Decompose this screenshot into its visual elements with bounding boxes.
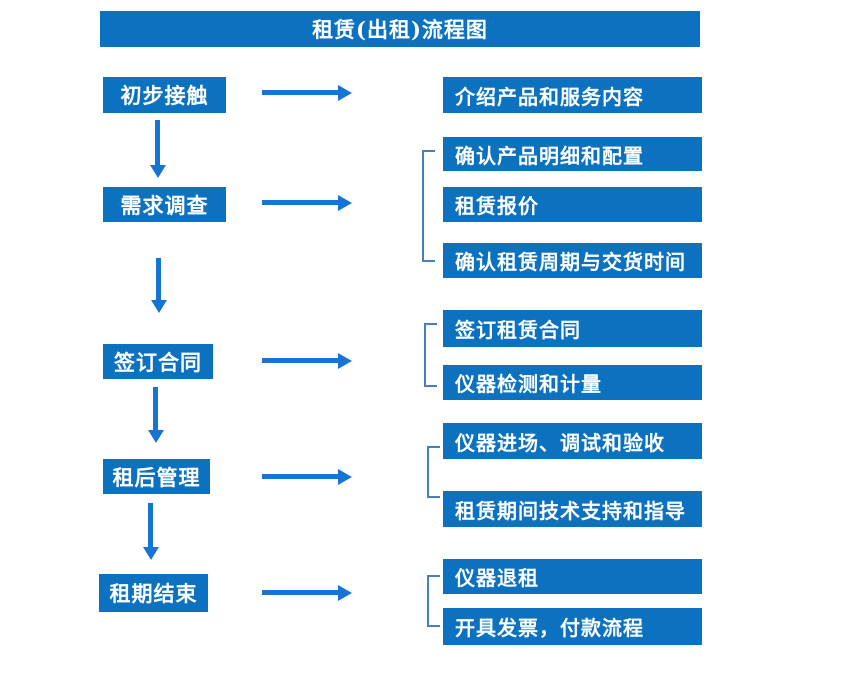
- bracket-group-3: [424, 323, 437, 387]
- arrow-down-1: [155, 120, 160, 166]
- arrow-right-3: [262, 358, 339, 363]
- step-box-rental-end: 租期结束: [99, 574, 208, 612]
- detail-box-confirm-period-delivery: 确认租赁周期与交货时间: [443, 243, 702, 278]
- arrow-right-2: [262, 200, 339, 205]
- detail-box-instrument-return: 仪器退租: [443, 559, 702, 594]
- bracket-group-2: [422, 150, 435, 262]
- arrow-right-5: [262, 590, 339, 595]
- bracket-group-5: [427, 575, 440, 627]
- detail-box-tech-support: 租赁期间技术支持和指导: [443, 491, 702, 527]
- arrow-down-2: [156, 258, 161, 301]
- arrow-right-1: [262, 90, 339, 95]
- bracket-group-4: [427, 446, 440, 498]
- detail-box-sign-rental-contract: 签订租赁合同: [443, 310, 702, 347]
- detail-box-instrument-setup-acceptance: 仪器进场、调试和验收: [443, 423, 702, 459]
- detail-box-introduce-products: 介绍产品和服务内容: [443, 77, 702, 113]
- step-box-post-rental-management: 租后管理: [103, 459, 210, 494]
- arrow-down-4: [148, 503, 153, 548]
- arrow-right-4: [262, 474, 339, 479]
- step-box-initial-contact: 初步接触: [103, 77, 226, 113]
- step-box-needs-survey: 需求调查: [103, 187, 226, 222]
- step-box-sign-contract: 签订合同: [103, 344, 213, 379]
- detail-box-confirm-product-config: 确认产品明细和配置: [443, 137, 702, 171]
- detail-box-invoice-payment: 开具发票，付款流程: [443, 608, 702, 645]
- detail-box-rental-quote: 租赁报价: [443, 187, 702, 222]
- arrow-down-3: [153, 387, 158, 431]
- flowchart-title: 租赁(出租)流程图: [100, 11, 700, 47]
- detail-box-instrument-testing: 仪器检测和计量: [443, 365, 702, 400]
